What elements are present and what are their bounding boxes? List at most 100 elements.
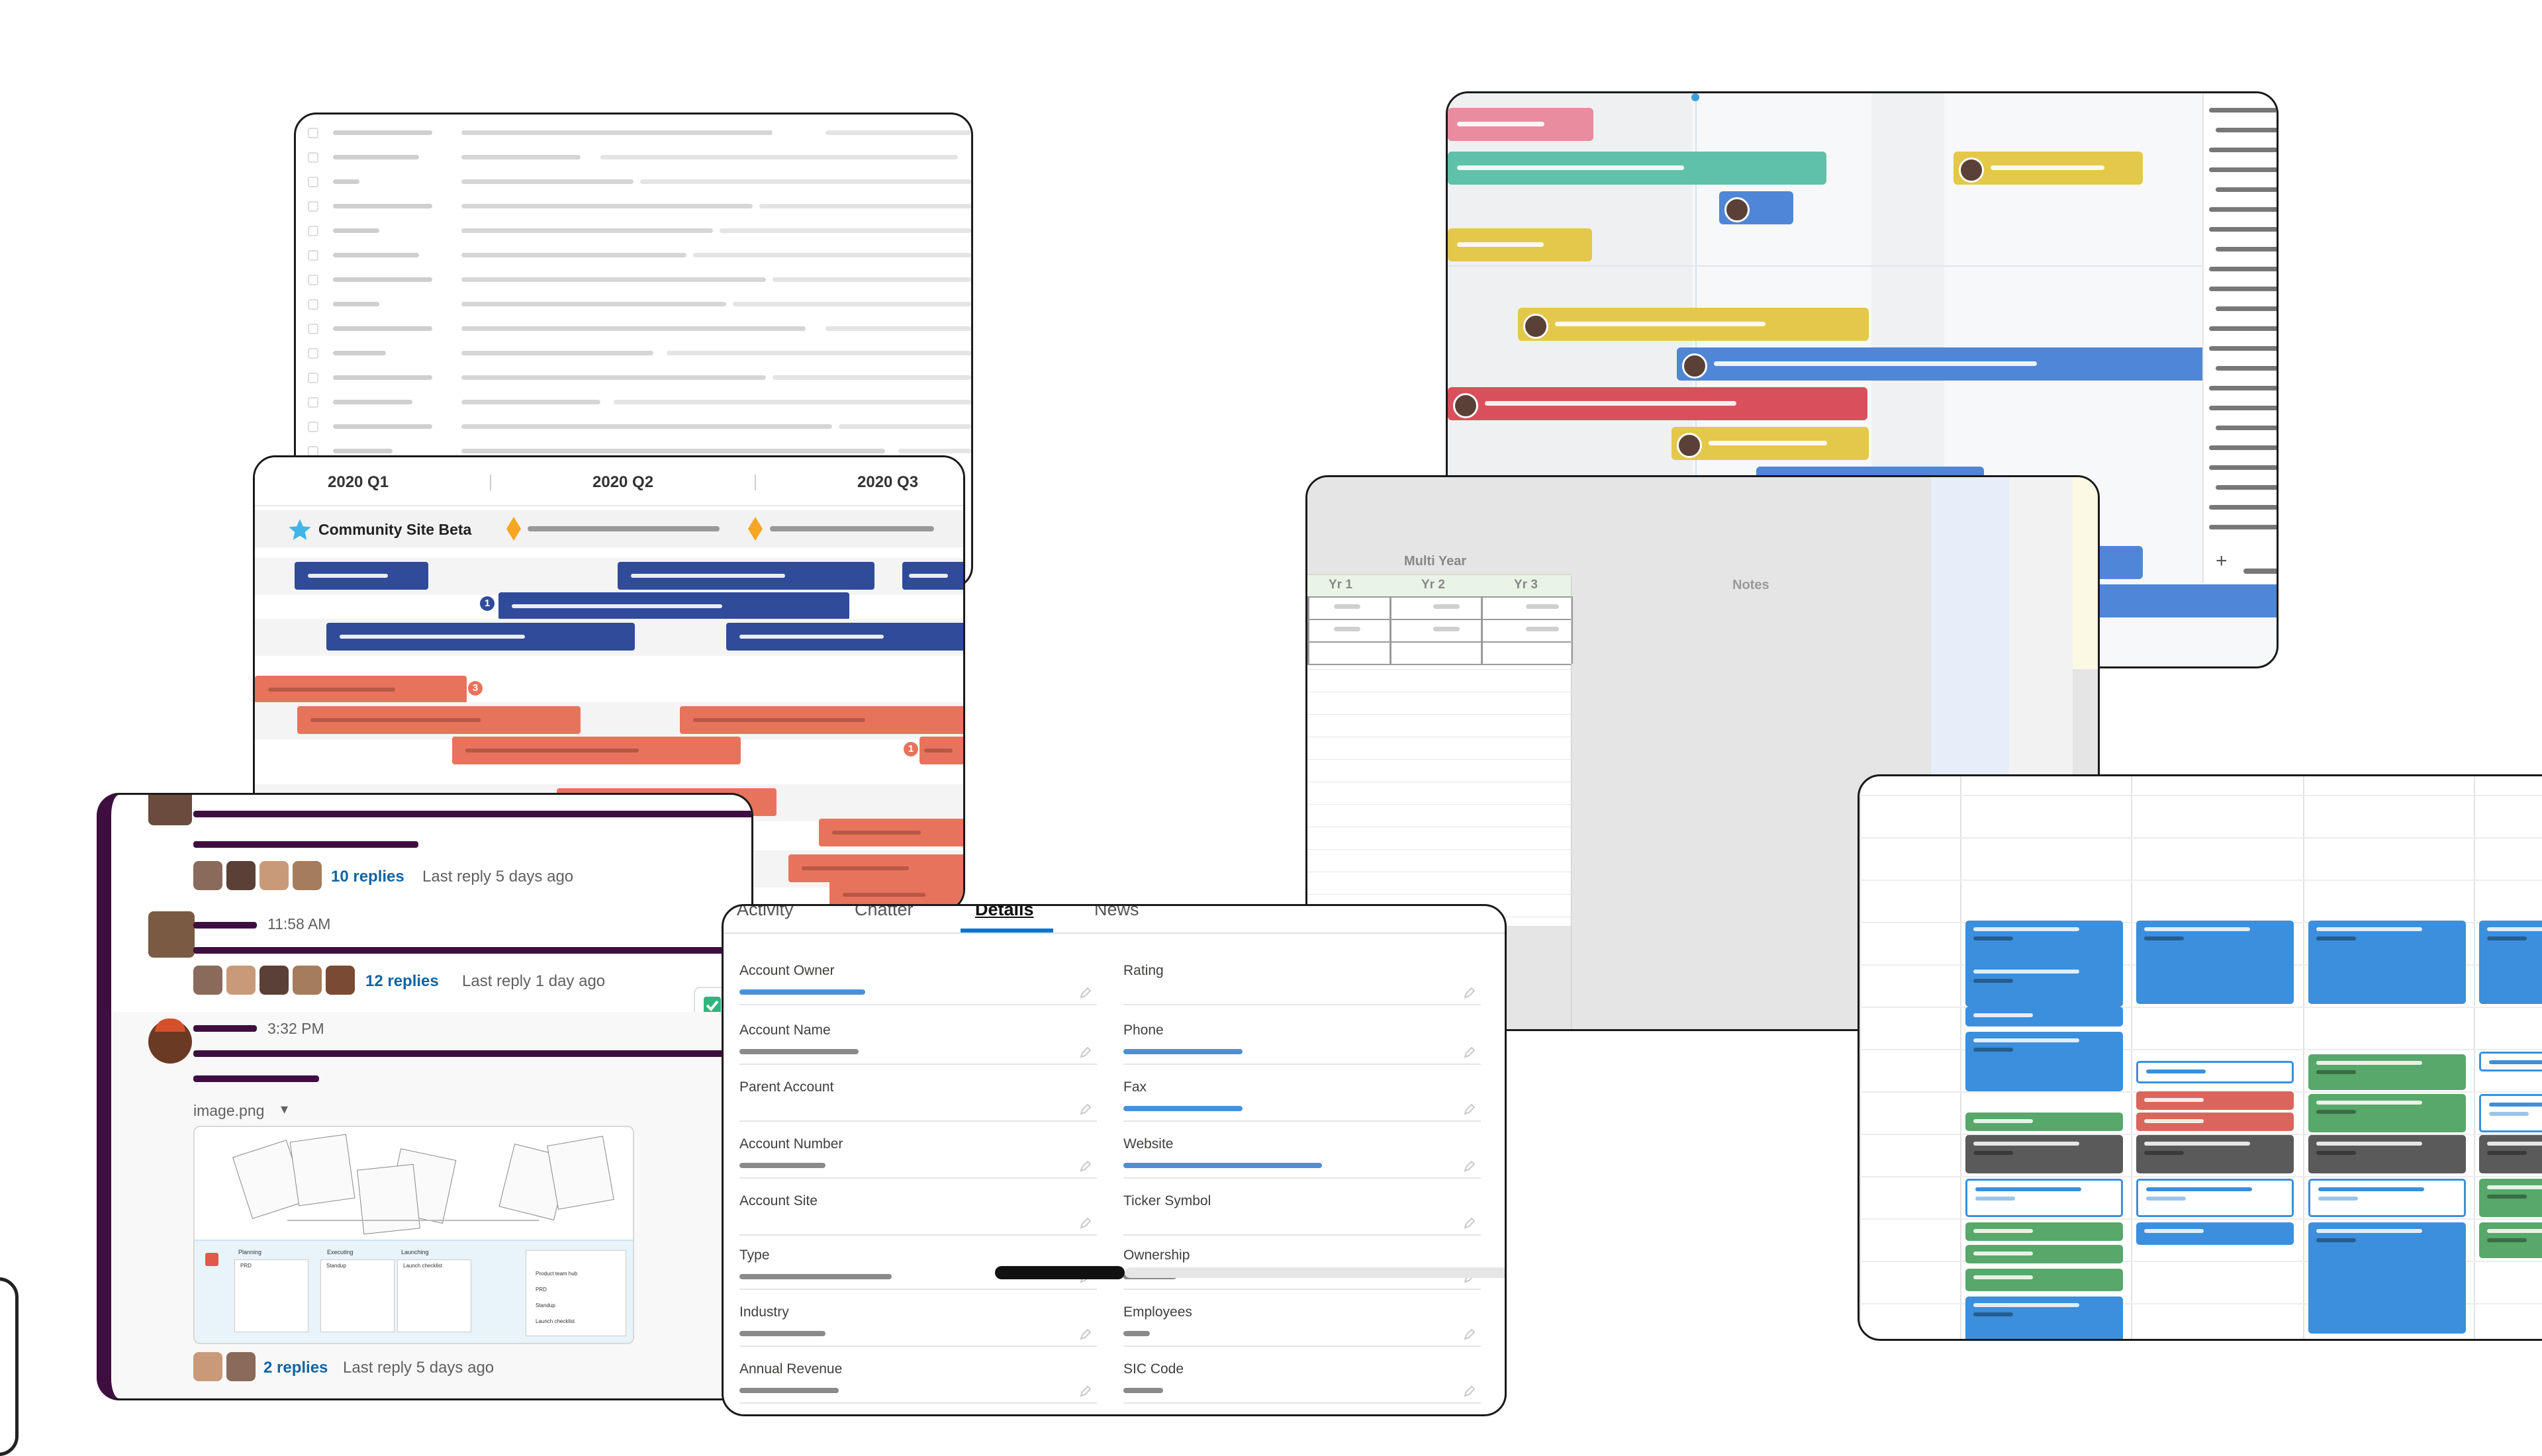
field-label: Account Number — [739, 1136, 843, 1152]
row-extra-line — [720, 228, 971, 233]
tab-details[interactable]: Details — [975, 904, 1034, 919]
roadmap-bar — [297, 706, 581, 734]
edit-pencil-icon[interactable] — [1462, 1384, 1477, 1398]
tab-news[interactable]: News — [1094, 904, 1139, 919]
event-detail-line — [1973, 1151, 2013, 1155]
calendar-row-line — [1859, 795, 2542, 796]
edit-pencil-icon[interactable] — [1078, 1159, 1093, 1173]
row-extra-line — [667, 351, 971, 355]
row-checkbox — [308, 177, 318, 187]
event-detail-line — [2144, 936, 2184, 940]
event-title-line — [2489, 1060, 2542, 1064]
replies-link[interactable]: 12 replies — [365, 972, 439, 990]
row-extra-line — [773, 277, 971, 282]
roadmap-bar — [295, 562, 428, 590]
milestone-label: Community Site Beta — [318, 521, 472, 538]
roadmap-bar-label — [908, 574, 948, 578]
avatar — [293, 861, 322, 890]
sketch-arrow — [287, 1220, 539, 1221]
thread-reply-row[interactable]: 12 replies Last reply 1 day ago — [193, 966, 657, 999]
roadmap-bar-label — [465, 749, 639, 752]
row-desc-line — [461, 326, 806, 331]
avatar — [148, 911, 195, 958]
event-detail-line — [2489, 1112, 2529, 1116]
roadmap-bar — [919, 737, 963, 764]
gantt-bar — [2094, 546, 2143, 579]
edit-pencil-icon[interactable] — [1462, 1045, 1477, 1060]
quarter-label-q2: 2020 Q2 — [592, 473, 654, 491]
edit-pencil-icon[interactable] — [1462, 1159, 1477, 1173]
event-detail-line — [2487, 936, 2527, 940]
side-menu-line — [2216, 485, 2277, 490]
roadmap-bar — [326, 623, 635, 651]
field-divider — [739, 1177, 1097, 1179]
field-label: Account Owner — [739, 963, 835, 978]
tab-activity[interactable]: Activity — [737, 904, 794, 919]
grid-empty-row — [1307, 894, 1571, 895]
calendar-event — [2136, 1091, 2294, 1110]
badge-1-salmon: 1 — [904, 742, 918, 756]
event-title-line — [2144, 1098, 2204, 1102]
resize-handle[interactable] — [995, 1266, 1125, 1279]
edit-pencil-icon[interactable] — [1462, 1102, 1477, 1116]
edit-pencil-icon[interactable] — [1462, 1216, 1477, 1230]
edit-pencil-icon[interactable] — [1078, 1102, 1093, 1116]
sheet-yellow-column — [2073, 477, 2098, 669]
row-checkbox — [308, 397, 318, 408]
tab-bar: Activity Chatter Details News — [724, 904, 1505, 934]
image-attachment[interactable]: Planning Executing Launching PRD Standup… — [193, 1126, 634, 1344]
calendar-event — [2308, 1135, 2466, 1173]
avatar — [193, 861, 222, 890]
cell-value — [1334, 627, 1360, 631]
message-text-line — [193, 1075, 319, 1082]
yr2-header: Yr 2 — [1421, 578, 1445, 592]
event-title-line — [1973, 1013, 2033, 1017]
field-divider — [1123, 1289, 1481, 1290]
calendar-row-line — [1859, 1261, 2542, 1262]
chevron-down-icon[interactable]: ▾ — [281, 1101, 289, 1117]
calendar-event — [1965, 1113, 2123, 1131]
thread-reply-row[interactable]: 2 replies Last reply 5 days ago — [193, 1352, 590, 1385]
tab-chatter[interactable]: Chatter — [855, 904, 914, 919]
row-extra-line — [600, 155, 958, 159]
field-label: Rating — [1123, 963, 1164, 978]
file-name[interactable]: image.png — [193, 1102, 265, 1119]
milestone-line — [770, 526, 934, 531]
event-detail-line — [1975, 1197, 2015, 1201]
edit-pencil-icon[interactable] — [1078, 985, 1093, 1000]
row-checkbox — [308, 201, 318, 212]
field-divider — [739, 1120, 1097, 1122]
calendar-event — [2479, 1179, 2542, 1217]
replies-link[interactable]: 10 replies — [331, 868, 404, 886]
edit-pencil-icon[interactable] — [1078, 1384, 1093, 1398]
event-title-line — [1973, 927, 2079, 931]
add-row-button[interactable]: + — [2216, 550, 2228, 572]
row-checkbox — [308, 152, 318, 163]
side-menu-line — [2216, 128, 2277, 132]
row-desc-line — [461, 302, 726, 306]
calendar-event — [2136, 1113, 2294, 1131]
sketch-page — [289, 1134, 355, 1206]
row-extra-line — [839, 424, 971, 429]
edit-pencil-icon[interactable] — [1462, 1327, 1477, 1342]
workflow-card: Standup — [320, 1259, 395, 1332]
cell-value — [1526, 627, 1559, 631]
thread-reply-row[interactable]: 10 replies Last reply 5 days ago — [193, 861, 590, 894]
grid-col-line — [1571, 576, 1572, 1029]
field-value — [739, 1049, 859, 1054]
side-menu-line — [2209, 326, 2277, 331]
replies-link[interactable]: 2 replies — [263, 1359, 328, 1377]
roadmap-bar-label — [843, 893, 925, 897]
row-title-line — [333, 400, 412, 404]
edit-pencil-icon[interactable] — [1078, 1327, 1093, 1342]
edit-pencil-icon[interactable] — [1078, 1216, 1093, 1230]
edit-pencil-icon[interactable] — [1462, 985, 1477, 1000]
roadmap-bar-label — [268, 688, 395, 692]
edit-pencil-icon[interactable] — [1078, 1045, 1093, 1060]
workflow-side-item: Product team hub — [536, 1271, 578, 1277]
row-extra-line — [825, 326, 971, 331]
row-extra-line — [640, 179, 971, 184]
row-title-line — [333, 253, 419, 257]
roadmap-bar-label — [802, 866, 909, 870]
row-desc-line — [461, 277, 766, 282]
